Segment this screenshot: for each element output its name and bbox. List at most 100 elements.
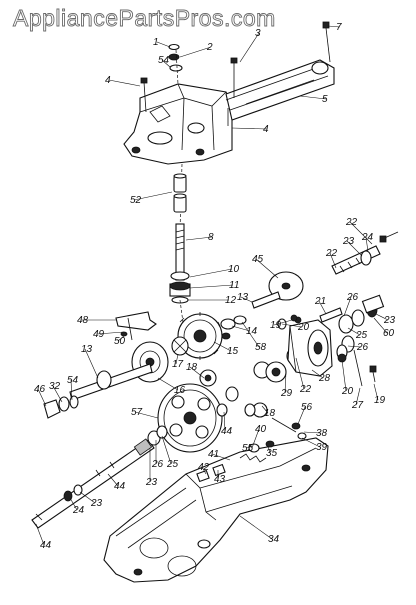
screw-3-part xyxy=(230,57,238,98)
callout-leader-line xyxy=(156,41,171,48)
callout-leader-line xyxy=(284,371,287,394)
washers-14-58-part xyxy=(220,315,247,340)
callout-leader-line xyxy=(69,497,78,511)
shaft-13-part xyxy=(251,291,281,309)
callout-leader-line xyxy=(375,313,389,321)
callout-leader-line xyxy=(107,473,119,487)
callout-leader-line xyxy=(365,236,369,253)
callout-number-45: 45 xyxy=(252,254,264,265)
callout-number-44: 44 xyxy=(114,481,126,492)
screw-4-part xyxy=(140,77,148,113)
callout-number-28: 28 xyxy=(318,373,331,384)
callout-number-54: 54 xyxy=(67,375,79,386)
callout-number-2: 2 xyxy=(206,42,213,53)
callout-number-44: 44 xyxy=(221,426,233,437)
callout-number-38: 38 xyxy=(316,428,328,439)
callout-leader-line xyxy=(157,377,179,391)
callout-number-60: 60 xyxy=(383,328,395,339)
callout-leader-line xyxy=(185,236,213,241)
callout-number-27: 27 xyxy=(351,400,364,411)
callout-number-41: 41 xyxy=(208,449,219,460)
callout-leader-line xyxy=(267,445,271,454)
lower-housing-34-part xyxy=(103,437,329,583)
callout-number-39: 39 xyxy=(316,442,328,453)
callout-number-54: 54 xyxy=(158,55,170,66)
differential-28-part xyxy=(287,319,333,377)
callout-number-32: 32 xyxy=(49,381,61,392)
callout-number-25: 25 xyxy=(166,459,179,470)
callout-leader-line xyxy=(281,323,303,328)
callout-leader-line xyxy=(70,379,73,401)
callout-number-16: 16 xyxy=(174,385,186,396)
callout-number-11: 11 xyxy=(229,280,239,291)
callout-leader-line xyxy=(239,32,260,63)
callout-number-22: 22 xyxy=(345,217,358,228)
callout-leader-line xyxy=(161,435,172,465)
callout-number-24: 24 xyxy=(72,505,85,516)
callout-leader-line xyxy=(239,515,273,540)
callout-number-23: 23 xyxy=(383,315,396,326)
callout-number-26: 26 xyxy=(346,292,359,303)
bushings-52-part xyxy=(173,163,187,231)
right-shaft-22-part xyxy=(331,231,399,275)
callout-leader-line xyxy=(301,437,321,448)
gear-57-part xyxy=(157,383,223,453)
callout-leader-line xyxy=(303,431,321,434)
callout-leader-line xyxy=(341,359,347,392)
washers-32-54-part xyxy=(43,395,79,419)
callout-number-22: 22 xyxy=(299,384,312,395)
callout-leader-line xyxy=(133,191,173,201)
callout-leader-line xyxy=(373,383,379,401)
callout-number-8: 8 xyxy=(208,232,214,243)
callout-number-24: 24 xyxy=(361,232,374,243)
bevel-gear-15-part xyxy=(177,312,223,360)
callout-leader-line xyxy=(255,258,279,279)
shaft-21-part xyxy=(319,307,343,323)
callout-leader-line xyxy=(343,296,352,317)
callout-leader-line xyxy=(299,95,327,100)
callout-number-23: 23 xyxy=(90,498,103,509)
callout-number-26: 26 xyxy=(151,459,164,470)
callout-number-34: 34 xyxy=(268,534,280,545)
callout-number-5: 5 xyxy=(322,94,328,105)
callout-number-20: 20 xyxy=(341,386,354,397)
callout-number-3: 3 xyxy=(255,28,261,39)
callout-leader-line xyxy=(297,406,306,425)
callout-number-19: 19 xyxy=(270,320,282,331)
small-gears-44-18-part xyxy=(199,361,271,418)
callout-leader-line xyxy=(175,353,179,365)
callout-number-13: 13 xyxy=(237,292,249,303)
callout-leader-line xyxy=(35,523,45,546)
callout-number-20: 20 xyxy=(297,322,310,333)
callout-number-1: 1 xyxy=(153,37,159,48)
callout-number-10: 10 xyxy=(228,264,240,275)
callout-number-15: 15 xyxy=(227,346,239,357)
callout-leader-line xyxy=(311,369,324,379)
callout-leader-line xyxy=(347,327,361,336)
callout-leader-line xyxy=(96,331,125,335)
pinion-17-part xyxy=(171,336,189,356)
bolts-27-19-part xyxy=(294,316,377,387)
callout-number-52: 52 xyxy=(130,195,142,206)
callout-leader-line xyxy=(117,335,125,342)
callout-leader-line xyxy=(84,348,99,379)
callout-number-17: 17 xyxy=(172,359,184,370)
callout-number-44: 44 xyxy=(40,540,52,551)
callout-leader-line xyxy=(240,296,253,303)
callout-number-26: 26 xyxy=(356,342,369,353)
callout-leader-line xyxy=(201,466,207,475)
callout-number-21: 21 xyxy=(314,296,326,307)
callout-leader-line xyxy=(213,341,232,352)
callout-number-35: 35 xyxy=(266,448,278,459)
callout-leader-line xyxy=(245,445,253,449)
callout-leader-line xyxy=(241,321,260,348)
callout-leader-line xyxy=(108,79,141,87)
shift-fork-48-part xyxy=(115,311,157,341)
callout-number-23: 23 xyxy=(342,236,355,247)
callout-number-48: 48 xyxy=(77,315,89,326)
callout-leader-line xyxy=(189,366,205,379)
small-parts-38-39-part xyxy=(244,403,307,440)
callout-number-40: 40 xyxy=(255,424,267,435)
